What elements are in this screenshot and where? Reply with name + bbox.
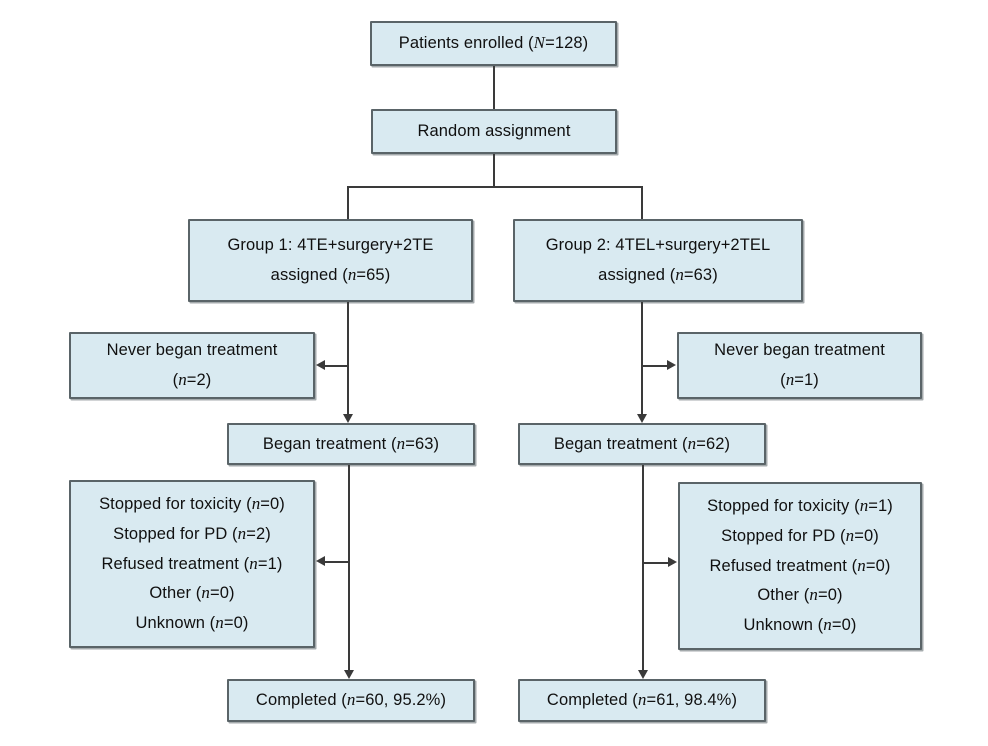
connector-group1-discontinued-branch xyxy=(325,561,349,563)
node-group2-began-line1: Began treatment (n=62) xyxy=(553,433,731,453)
arrow-group2-discontinued xyxy=(668,557,677,567)
node-group1-discontinued-line1: Stopped for toxicity (n=0) xyxy=(99,494,285,514)
connector-group1-never-began-branch xyxy=(325,365,349,367)
node-group1-assigned: Group 1: 4TE+surgery+2TE assigned (n=65) xyxy=(188,219,473,302)
node-group1-discontinued-line5: Unknown (n=0) xyxy=(135,613,249,633)
connector-split-left-drop xyxy=(347,186,349,219)
node-group2-discontinued-line1: Stopped for toxicity (n=1) xyxy=(707,496,893,516)
node-group1-discontinued: Stopped for toxicity (n=0) Stopped for P… xyxy=(69,480,315,648)
node-group1-assigned-line1: Group 1: 4TE+surgery+2TE xyxy=(227,235,434,254)
node-group1-began-treatment: Began treatment (n=63) xyxy=(227,423,475,465)
connector-group2-began-to-completed xyxy=(642,465,644,672)
arrow-group2-assigned-to-began xyxy=(637,414,647,423)
connector-group1-assigned-to-began xyxy=(347,302,349,416)
node-group2-discontinued-line4: Other (n=0) xyxy=(757,585,843,605)
node-group2-never-began-line2: (n=1) xyxy=(780,369,819,389)
node-group1-discontinued-line4: Other (n=0) xyxy=(149,583,235,603)
arrow-group1-began-to-completed xyxy=(344,670,354,679)
node-group1-discontinued-line3: Refused treatment (n=1) xyxy=(101,553,283,573)
node-group1-completed: Completed (n=60, 95.2%) xyxy=(227,679,475,722)
connector-split-right-drop xyxy=(641,186,643,219)
node-group2-assigned-line1: Group 2: 4TEL+surgery+2TEL xyxy=(545,235,771,254)
arrow-group2-began-to-completed xyxy=(638,670,648,679)
node-group2-discontinued-line3: Refused treatment (n=0) xyxy=(709,555,891,575)
node-group2-assigned: Group 2: 4TEL+surgery+2TEL assigned (n=6… xyxy=(513,219,803,302)
node-group2-discontinued-line5: Unknown (n=0) xyxy=(743,615,857,635)
connector-group1-began-to-completed xyxy=(348,465,350,672)
connector-randomization-split-bar xyxy=(347,186,642,188)
node-group2-completed: Completed (n=61, 98.4%) xyxy=(518,679,766,722)
connector-group2-never-began-branch xyxy=(643,365,668,367)
connector-group2-discontinued-branch xyxy=(644,562,669,564)
node-group2-discontinued-line2: Stopped for PD (n=0) xyxy=(721,525,879,545)
node-group1-never-began-treatment: Never began treatment (n=2) xyxy=(69,332,315,399)
connector-randomization-stem xyxy=(493,154,495,187)
node-random-assignment-line1: Random assignment xyxy=(417,121,571,140)
node-group1-completed-line1: Completed (n=60, 95.2%) xyxy=(255,690,447,710)
connector-enrolled-to-randomization xyxy=(493,66,495,109)
node-group1-assigned-line2: assigned (n=65) xyxy=(270,264,391,284)
arrow-group2-never-began xyxy=(667,360,676,370)
node-group1-discontinued-line2: Stopped for PD (n=2) xyxy=(113,523,271,543)
node-group2-never-began-line1: Never began treatment xyxy=(714,340,885,359)
node-random-assignment: Random assignment xyxy=(371,109,617,154)
arrow-group1-never-began xyxy=(316,360,325,370)
node-group1-began-line1: Began treatment (n=63) xyxy=(262,433,440,453)
arrow-group1-assigned-to-began xyxy=(343,414,353,423)
node-group1-never-began-line1: Never began treatment xyxy=(106,340,278,359)
node-patients-enrolled-line1: Patients enrolled (N=128) xyxy=(398,33,589,53)
node-group1-never-began-line2: (n=2) xyxy=(172,369,212,389)
node-group2-discontinued: Stopped for toxicity (n=1) Stopped for P… xyxy=(678,482,922,650)
node-group2-assigned-line2: assigned (n=63) xyxy=(598,264,718,284)
node-group2-never-began-treatment: Never began treatment (n=1) xyxy=(677,332,922,399)
node-group2-completed-line1: Completed (n=61, 98.4%) xyxy=(546,690,738,710)
connector-group2-assigned-to-began xyxy=(641,302,643,416)
node-patients-enrolled: Patients enrolled (N=128) xyxy=(370,21,617,66)
node-group2-began-treatment: Began treatment (n=62) xyxy=(518,423,766,465)
arrow-group1-discontinued xyxy=(316,556,325,566)
